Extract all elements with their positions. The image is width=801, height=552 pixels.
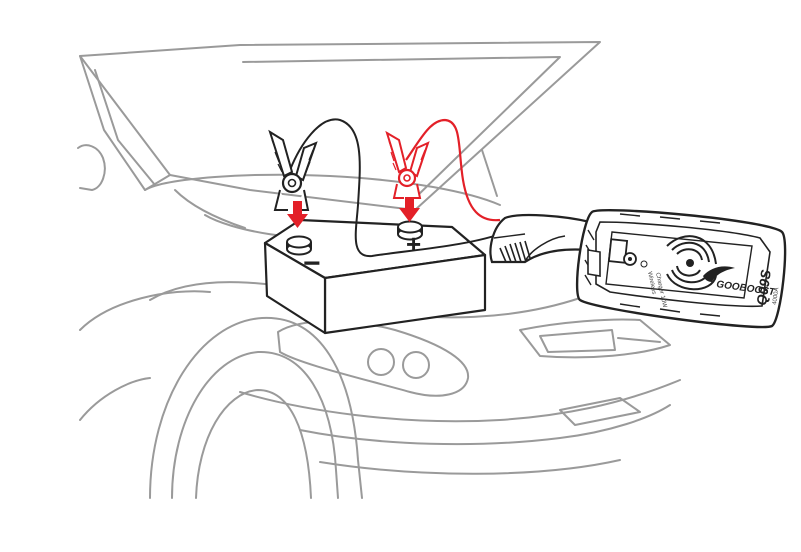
car-cowl	[144, 173, 501, 206]
battery-negative-terminal	[286, 235, 312, 256]
car-bumper-lower	[239, 379, 681, 423]
car-battery: − +	[263, 218, 487, 335]
car-windshield	[79, 55, 171, 191]
jump-starter-body	[575, 209, 787, 329]
car-wheel-arch	[149, 316, 363, 499]
negative-arrow-icon	[287, 201, 308, 228]
car-wheel-rim	[195, 389, 312, 499]
car-grille-bar	[617, 337, 661, 343]
positive-cable	[405, 118, 501, 222]
battery-positive-symbol: +	[406, 229, 421, 259]
jump-starter-bezel	[595, 221, 771, 308]
wireless-charging-icon	[666, 235, 717, 291]
jump-starter-display	[607, 238, 629, 264]
battery-positive-terminal	[397, 220, 423, 241]
car-headlight-right	[402, 351, 430, 379]
battery-negative-symbol: −	[303, 247, 321, 280]
model-suffix: 4000A	[772, 287, 780, 305]
brand-logo-mark	[703, 266, 735, 282]
negative-cable	[289, 118, 507, 258]
car-hood-crease	[242, 56, 561, 199]
car-a-pillar	[94, 69, 156, 186]
positive-arrow-icon	[399, 197, 420, 222]
negative-clamp	[268, 129, 318, 211]
car-fog-light	[559, 397, 641, 426]
positive-clamp	[385, 130, 430, 199]
car-headlight-area	[277, 320, 470, 397]
car-splitter	[319, 459, 621, 475]
indicator-icon	[640, 260, 648, 268]
car-side-line	[79, 377, 151, 421]
car-grille	[519, 318, 671, 359]
car-hood-prop	[481, 149, 498, 197]
car-fender	[79, 290, 211, 331]
battery-side	[263, 241, 327, 335]
car-bumper-lip	[299, 404, 671, 446]
car-grille-inner	[539, 329, 616, 353]
car-engine-bay-left	[174, 189, 246, 229]
smart-cable-module	[489, 213, 592, 264]
jump-starter-device: Wireless Charger 10W GOOBOOST Q09S 4000A	[575, 209, 787, 329]
car-headlight-left	[367, 348, 395, 376]
car-wheel-tire	[171, 350, 339, 499]
car-mirror	[77, 144, 106, 191]
feature-note-line-1: Wireless	[646, 271, 657, 295]
power-button-icon	[623, 252, 637, 266]
model-name: Q09S	[753, 268, 774, 306]
